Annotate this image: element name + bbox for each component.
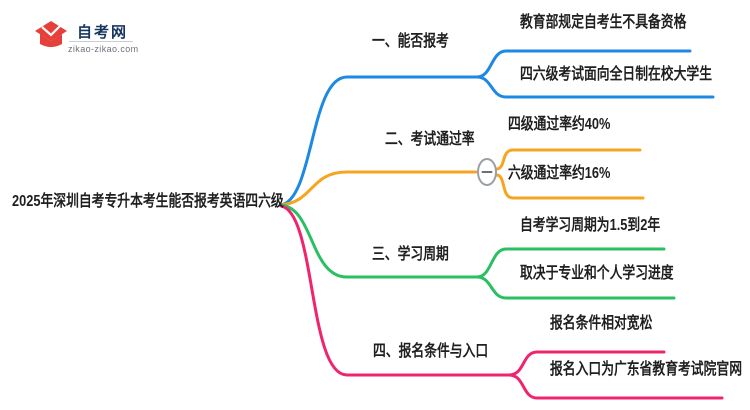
branch-2-label: 二、考试通过率 [385, 131, 475, 148]
branch-2-child-1-line [495, 148, 642, 171]
collapse-button[interactable] [477, 158, 497, 186]
graduation-cap-logo-icon [30, 19, 67, 55]
branch-1-line [279, 75, 479, 207]
branch-3-child-2-line [475, 275, 676, 300]
branch-1-child-2: 四六级考试面向全日制在校大学生 [520, 66, 713, 83]
branch-3-label: 三、学习周期 [372, 246, 449, 263]
logo-domain: zikao-zikao.com [68, 44, 139, 54]
root-topic: 2025年深圳自考专升本考生能否报考英语四六级 [12, 193, 284, 210]
branch-4-line [279, 204, 511, 377]
logo-title: 自考网 [77, 24, 129, 41]
branch-3-child-1-line [475, 247, 666, 279]
branch-4-child-2: 报名入口为广东省教育考试院官网 [550, 361, 743, 378]
branch-4-child-2-line [507, 373, 724, 400]
branch-2-child-1: 四级通过率约40% [508, 116, 611, 133]
branch-2-child-2: 六级通过率约16% [508, 165, 611, 182]
branch-1-child-1: 教育部规定自考生不具备资格 [520, 14, 687, 31]
site-logo: 自考网 zikao-zikao.com [30, 14, 150, 60]
logo-divider [69, 41, 133, 42]
branch-3-child-1: 自考学习周期为1.5到2年 [520, 217, 661, 234]
branch-1-child-2-line [475, 75, 715, 99]
branch-2-line [279, 170, 478, 207]
branch-2-child-2-line [495, 173, 645, 200]
branch-4-child-1: 报名条件相对宽松 [550, 315, 653, 332]
branch-3-line [279, 203, 479, 279]
branch-3-child-2: 取决于专业和个人学习进度 [520, 265, 674, 282]
branch-1-label: 一、能否报考 [372, 33, 449, 50]
branch-4-label: 四、报名条件与入口 [373, 343, 489, 360]
